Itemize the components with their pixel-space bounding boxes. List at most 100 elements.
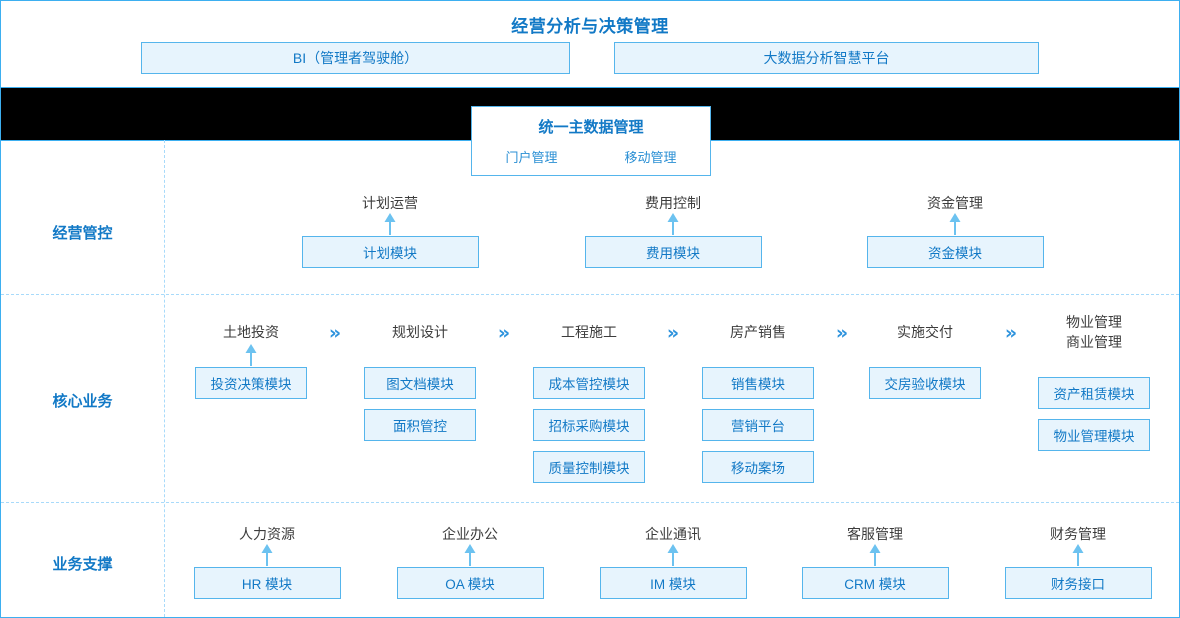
stage-caption-line: 规划设计 bbox=[392, 324, 448, 340]
top-box-bigdata-label: 大数据分析智慧平台 bbox=[763, 50, 890, 66]
module-box-label: 交房验收模块 bbox=[884, 377, 966, 392]
stage-chevron-icon: » bbox=[666, 321, 680, 344]
stage-caption: 财务管理 bbox=[988, 524, 1168, 544]
sidebar-divider bbox=[164, 140, 165, 617]
band-label-management: 经营管控 bbox=[52, 225, 113, 242]
connector-arrow-up-icon bbox=[667, 213, 679, 235]
stage-chevron-icon: » bbox=[497, 321, 511, 344]
module-box-label: 销售模块 bbox=[731, 377, 785, 392]
stage-caption: 土地投资 bbox=[161, 322, 341, 342]
module-box[interactable]: IM 模块 bbox=[599, 567, 747, 599]
module-box[interactable]: 质量控制模块 bbox=[533, 451, 645, 483]
stage-chevron-icon: » bbox=[835, 321, 849, 344]
stage-caption-line: 房产销售 bbox=[730, 324, 786, 340]
stage-caption: 企业通讯 bbox=[583, 524, 763, 544]
band-label-support: 业务支撑 bbox=[52, 556, 113, 573]
page-title: 经营分析与决策管理 bbox=[511, 16, 669, 36]
module-box-label: 物业管理模块 bbox=[1053, 429, 1135, 444]
module-box-label: IM 模块 bbox=[650, 577, 696, 592]
divider-above-redaction bbox=[1, 87, 1179, 88]
module-box-label: 质量控制模块 bbox=[548, 461, 630, 476]
stage-caption: 人力资源 bbox=[177, 524, 357, 544]
master-data-item-portal[interactable]: 门户管理 bbox=[505, 150, 558, 165]
stage-caption-line: 商业管理 bbox=[1066, 334, 1122, 350]
stage-caption-line: 物业管理 bbox=[1066, 314, 1122, 330]
connector-arrow-up-icon bbox=[464, 544, 476, 566]
stage-chevron-icon: » bbox=[1004, 321, 1018, 344]
top-box-bi[interactable]: BI（管理者驾驶舱） bbox=[141, 42, 570, 74]
module-box-label: 成本管控模块 bbox=[548, 377, 630, 392]
connector-arrow-up-icon bbox=[949, 213, 961, 235]
module-box[interactable]: 费用模块 bbox=[584, 236, 762, 268]
module-box-label: CRM 模块 bbox=[844, 577, 906, 592]
connector-arrow-up-icon bbox=[384, 213, 396, 235]
module-box-label: HR 模块 bbox=[241, 577, 293, 592]
module-box[interactable]: 招标采购模块 bbox=[533, 409, 645, 441]
master-data-items: 门户管理 移动管理 bbox=[472, 147, 710, 166]
module-box[interactable]: 投资决策模块 bbox=[195, 367, 307, 399]
stage-caption: 房产销售 bbox=[668, 322, 848, 342]
module-box[interactable]: 图文档模块 bbox=[364, 367, 476, 399]
module-box[interactable]: 交房验收模块 bbox=[869, 367, 981, 399]
band-divider-1 bbox=[1, 294, 1179, 295]
module-box[interactable]: 资产租赁模块 bbox=[1038, 377, 1150, 409]
stage-caption: 工程施工 bbox=[499, 322, 679, 342]
module-box-label: 移动案场 bbox=[731, 461, 785, 476]
module-box[interactable]: HR 模块 bbox=[193, 567, 341, 599]
stage-caption: 资金管理 bbox=[865, 193, 1045, 213]
module-box[interactable]: 营销平台 bbox=[702, 409, 814, 441]
module-box[interactable]: 财务接口 bbox=[1004, 567, 1152, 599]
module-box-label: OA 模块 bbox=[445, 577, 495, 592]
master-data-title: 统一主数据管理 bbox=[538, 119, 644, 136]
band-divider-2 bbox=[1, 502, 1179, 503]
stage-caption-line: 费用控制 bbox=[645, 195, 701, 211]
connector-arrow-up-icon bbox=[261, 544, 273, 566]
module-box[interactable]: OA 模块 bbox=[396, 567, 544, 599]
module-box-label: 投资决策模块 bbox=[210, 377, 292, 392]
stage-caption: 物业管理商业管理 bbox=[1004, 312, 1179, 352]
module-box-label: 面积管控 bbox=[393, 419, 447, 434]
module-box-label: 招标采购模块 bbox=[548, 419, 630, 434]
module-box[interactable]: 计划模块 bbox=[301, 236, 479, 268]
top-box-bi-label: BI（管理者驾驶舱） bbox=[292, 50, 419, 66]
stage-caption-line: 客服管理 bbox=[847, 526, 903, 542]
connector-arrow-up-icon bbox=[667, 544, 679, 566]
stage-caption-line: 企业办公 bbox=[442, 526, 498, 542]
stage-caption: 客服管理 bbox=[785, 524, 965, 544]
top-box-bigdata[interactable]: 大数据分析智慧平台 bbox=[614, 42, 1039, 74]
stage-caption-line: 工程施工 bbox=[561, 324, 617, 340]
stage-caption: 规划设计 bbox=[330, 322, 510, 342]
module-box[interactable]: 移动案场 bbox=[702, 451, 814, 483]
module-box-label: 图文档模块 bbox=[386, 377, 454, 392]
module-box[interactable]: 物业管理模块 bbox=[1038, 419, 1150, 451]
module-box[interactable]: 面积管控 bbox=[364, 409, 476, 441]
master-data-item-mobile[interactable]: 移动管理 bbox=[624, 150, 677, 165]
stage-caption-line: 实施交付 bbox=[897, 324, 953, 340]
stage-caption-line: 计划运营 bbox=[362, 195, 418, 211]
module-box[interactable]: 成本管控模块 bbox=[533, 367, 645, 399]
stage-caption: 计划运营 bbox=[300, 193, 480, 213]
stage-caption: 费用控制 bbox=[583, 193, 763, 213]
module-box-label: 资产租赁模块 bbox=[1053, 387, 1135, 402]
band-label-core: 核心业务 bbox=[52, 393, 113, 410]
stage-caption-line: 人力资源 bbox=[239, 526, 295, 542]
connector-arrow-up-icon bbox=[245, 344, 257, 366]
module-box-label: 财务接口 bbox=[1051, 577, 1105, 592]
module-box-label: 营销平台 bbox=[731, 419, 785, 434]
stage-caption-line: 土地投资 bbox=[223, 324, 279, 340]
master-data-card[interactable]: 统一主数据管理 门户管理 移动管理 bbox=[471, 106, 711, 176]
stage-caption: 企业办公 bbox=[380, 524, 560, 544]
module-box[interactable]: 资金模块 bbox=[866, 236, 1044, 268]
module-box-label: 资金模块 bbox=[928, 246, 982, 261]
module-box[interactable]: 销售模块 bbox=[702, 367, 814, 399]
module-box[interactable]: CRM 模块 bbox=[801, 567, 949, 599]
connector-arrow-up-icon bbox=[1072, 544, 1084, 566]
stage-caption-line: 资金管理 bbox=[927, 195, 983, 211]
stage-caption-line: 财务管理 bbox=[1050, 526, 1106, 542]
connector-arrow-up-icon bbox=[869, 544, 881, 566]
stage-caption-line: 企业通讯 bbox=[645, 526, 701, 542]
stage-chevron-icon: » bbox=[328, 321, 342, 344]
module-box-label: 计划模块 bbox=[363, 246, 417, 261]
module-box-label: 费用模块 bbox=[646, 246, 700, 261]
